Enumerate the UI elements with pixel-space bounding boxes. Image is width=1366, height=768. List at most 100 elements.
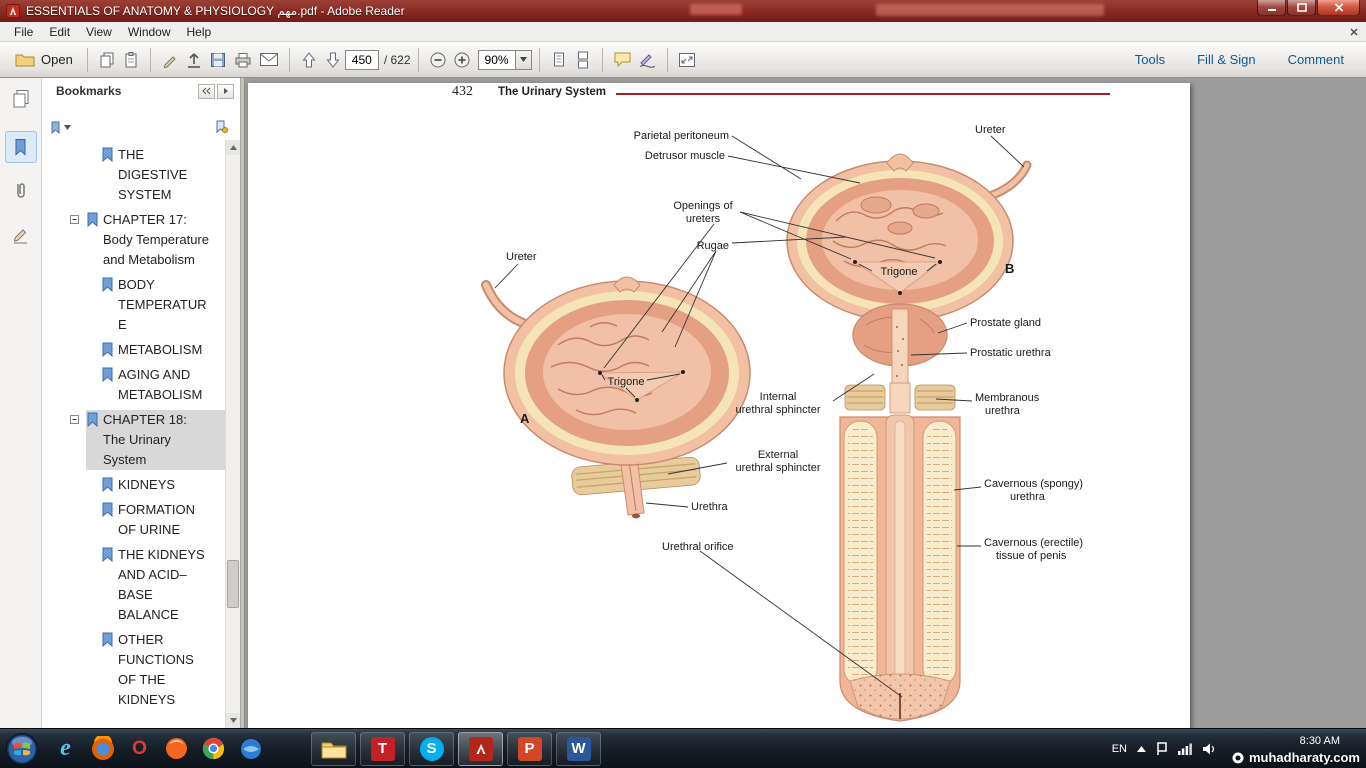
taskbar: e O (0, 728, 1366, 768)
taskbar-skype-button[interactable]: S (409, 732, 454, 766)
comment-tool-button[interactable] (610, 47, 635, 73)
pdf-page: 432 The Urinary System (248, 83, 1190, 728)
zoom-out-button[interactable] (426, 47, 450, 73)
volume-icon[interactable] (1202, 743, 1216, 755)
bookmark-item[interactable]: THE DIGESTIVE SYSTEM (42, 145, 225, 205)
bookmark-label: AGING AND METABOLISM (118, 365, 212, 405)
bookmark-item[interactable]: METABOLISM (42, 340, 225, 360)
tools-button[interactable]: Tools (1135, 52, 1165, 67)
powerpoint-icon: P (518, 737, 542, 761)
close-button[interactable] (1317, 0, 1360, 16)
taskbar-word-button[interactable]: W (556, 732, 601, 766)
taskbar-adobe-reader-button[interactable] (458, 732, 503, 766)
menu-help[interactable]: Help (179, 23, 220, 41)
figure-label-membranous-2: urethra (985, 405, 1021, 417)
open-button[interactable]: Open (8, 47, 80, 73)
bookmark-small-icon (50, 121, 61, 134)
bookmark-label: BODY TEMPERATURE (118, 275, 212, 335)
bookmark-icon (101, 632, 114, 647)
bookmark-item[interactable]: BODY TEMPERATURE (42, 275, 225, 335)
scroll-up-icon[interactable] (226, 140, 241, 155)
zoom-level-select[interactable]: 90% (478, 50, 532, 70)
bookmark-item[interactable]: FORMATION OF URINE (42, 500, 225, 540)
panel-options-button[interactable] (217, 84, 234, 99)
signature-tool-button[interactable] (635, 47, 660, 73)
sign-button[interactable] (158, 47, 182, 73)
fullscreen-button[interactable] (675, 47, 699, 73)
menu-bar: File Edit View Window Help (0, 22, 1366, 42)
start-button[interactable] (5, 732, 39, 766)
taskbar-internet-explorer-button[interactable]: e (47, 731, 84, 767)
bookmark-label: THE DIGESTIVE SYSTEM (118, 145, 212, 205)
language-indicator[interactable]: EN (1112, 743, 1127, 755)
menu-file[interactable]: File (6, 23, 41, 41)
scrolling-view-button[interactable] (571, 47, 595, 73)
bookmarks-scrollbar[interactable] (225, 140, 240, 728)
bookmark-item-selected[interactable]: CHAPTER 18: The Urinary System (42, 410, 225, 470)
menu-window[interactable]: Window (120, 23, 179, 41)
figure-label-internal-2: urethral sphincter (736, 404, 821, 416)
show-hidden-icons-button[interactable] (1137, 746, 1146, 752)
open-label: Open (41, 52, 73, 67)
document-area[interactable]: 432 The Urinary System (245, 78, 1366, 728)
next-page-button[interactable] (321, 47, 345, 73)
bookmark-item[interactable]: CHAPTER 17: Body Temperature and Metabol… (42, 210, 225, 270)
bookmark-icon (101, 502, 114, 517)
signatures-button[interactable] (5, 219, 37, 251)
scroll-down-icon[interactable] (226, 713, 241, 728)
clipboard-button[interactable] (119, 47, 143, 73)
menu-edit[interactable]: Edit (41, 23, 78, 41)
bookmark-item[interactable]: OTHER FUNCTIONS OF THE KIDNEYS (42, 630, 225, 710)
minimize-button[interactable] (1257, 0, 1286, 16)
figure-label-spongy-2: urethra (1010, 491, 1046, 503)
zoom-in-button[interactable] (450, 47, 474, 73)
collapse-panel-button[interactable] (198, 84, 215, 99)
previous-page-button[interactable] (297, 47, 321, 73)
bookmark-icon (101, 277, 114, 292)
maximize-button[interactable] (1287, 0, 1316, 16)
page-thumbnails-button[interactable] (5, 83, 37, 115)
bookmark-options-menu[interactable] (50, 121, 71, 134)
opera-icon: O (132, 738, 147, 760)
page-number-input[interactable] (345, 50, 379, 70)
copy-pages-icon (98, 51, 116, 69)
collapse-expander-icon[interactable] (70, 415, 79, 424)
page-down-icon (325, 51, 341, 69)
taskbar-browser-button[interactable] (158, 731, 195, 767)
bookmark-icon (101, 147, 114, 162)
fill-sign-button[interactable]: Fill & Sign (1197, 52, 1256, 67)
action-center-icon[interactable] (1156, 742, 1168, 756)
collapse-expander-icon[interactable] (70, 215, 79, 224)
taskbar-firefox-button[interactable] (84, 731, 121, 767)
save-copy-button[interactable] (95, 47, 119, 73)
clock[interactable]: 8:30 AM (1300, 735, 1340, 747)
save-button[interactable] (206, 47, 230, 73)
network-icon[interactable] (1178, 743, 1192, 755)
email-button[interactable] (256, 47, 282, 73)
taskbar-chrome-button[interactable] (195, 731, 232, 767)
bookmark-item[interactable]: AGING AND METABOLISM (42, 365, 225, 405)
share-button[interactable] (182, 47, 206, 73)
bookmark-item[interactable]: THE KIDNEYS AND ACID–BASE BALANCE (42, 545, 225, 625)
title-bar[interactable]: ESSENTIALS OF ANATOMY & PHYSIOLOGY مهم.p… (0, 0, 1366, 22)
taskbar-media-player-button[interactable] (232, 731, 269, 767)
menu-view[interactable]: View (78, 23, 120, 41)
bookmark-label: KIDNEYS (118, 475, 212, 495)
browser-icon (164, 736, 189, 761)
taskbar-opera-button[interactable]: O (121, 731, 158, 767)
print-button[interactable] (230, 47, 256, 73)
taskbar-powerpoint-button[interactable]: P (507, 732, 552, 766)
bookmark-item[interactable]: KIDNEYS (42, 475, 225, 495)
taskbar-explorer-button[interactable] (311, 732, 356, 766)
attachments-button[interactable] (5, 175, 37, 207)
single-page-view-button[interactable] (547, 47, 571, 73)
scrollbar-thumb[interactable] (227, 560, 239, 608)
comment-panel-button[interactable]: Comment (1288, 52, 1344, 67)
bookmarks-panel-button[interactable] (5, 131, 37, 163)
paperclip-icon (14, 181, 28, 201)
current-bookmark-button[interactable] (215, 120, 228, 134)
figure-label-ureter-left: Ureter (506, 251, 537, 263)
chevron-down-icon[interactable] (515, 51, 531, 69)
taskbar-t-app-button[interactable]: T (360, 732, 405, 766)
menubar-close-icon[interactable] (1350, 28, 1358, 36)
